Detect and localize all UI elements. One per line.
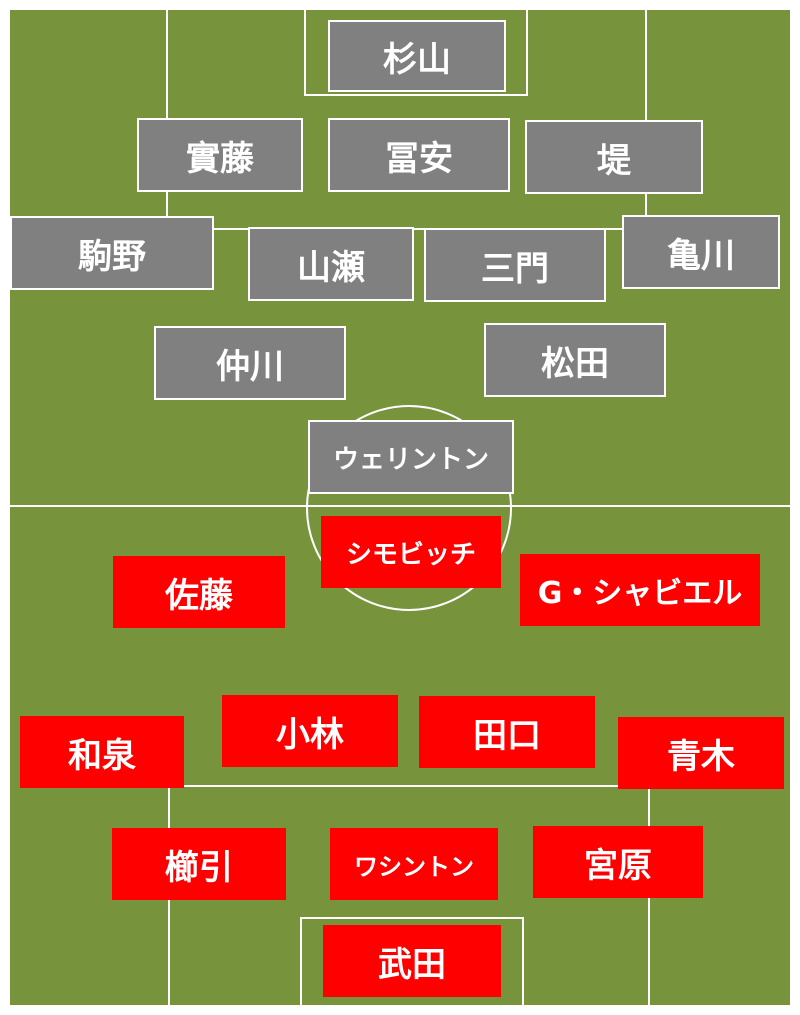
away-player-midfielder: 三門 (424, 228, 606, 302)
penalty-area-bottom-top-line (168, 785, 650, 787)
home-player-forward: G・シャビエル (520, 554, 760, 626)
away-player-defender: 實藤 (137, 118, 303, 192)
away-player-forward: 松田 (484, 323, 666, 397)
home-player-goalkeeper: 武田 (323, 925, 501, 997)
home-player-midfielder: 田口 (419, 696, 595, 768)
away-player-midfielder: 山瀬 (248, 227, 414, 301)
home-player-forward: 佐藤 (113, 556, 285, 628)
center-circle (306, 405, 512, 611)
away-player-striker: ウェリントン (308, 420, 514, 494)
home-player-midfielder: 青木 (618, 717, 784, 789)
goal-area-top (304, 8, 528, 96)
home-player-midfielder: 和泉 (20, 716, 184, 788)
football-pitch: 杉山 實藤 冨安 堤 駒野 山瀬 三門 亀川 仲川 松田 ウェリントン シモビッ… (10, 8, 790, 1009)
home-player-defender: 櫛引 (112, 828, 286, 900)
away-player-defender: 堤 (525, 120, 703, 194)
away-player-goalkeeper: 杉山 (328, 20, 506, 92)
away-player-midfielder: 亀川 (622, 215, 780, 289)
goal-area-bottom (300, 917, 524, 1009)
home-player-defender: 宮原 (533, 826, 703, 898)
away-player-defender: 冨安 (328, 118, 510, 192)
away-player-forward: 仲川 (154, 326, 346, 400)
home-player-striker: シモビッチ (321, 516, 501, 588)
away-player-midfielder: 駒野 (10, 216, 214, 290)
home-player-defender: ワシントン (330, 828, 498, 900)
home-player-midfielder: 小林 (222, 695, 398, 767)
